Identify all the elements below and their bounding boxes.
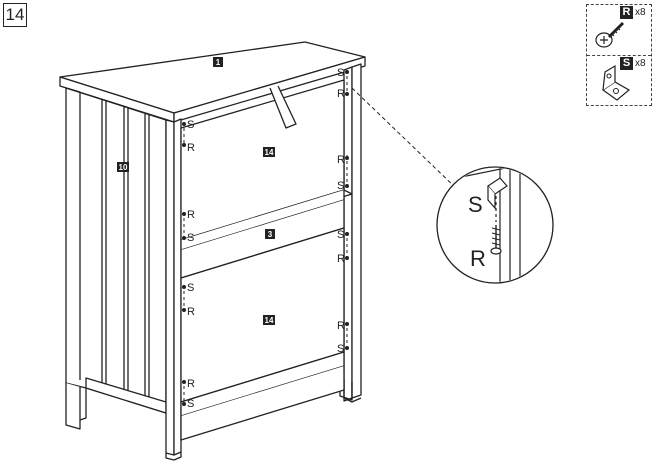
- part-tag-upper-panel: 14: [265, 148, 274, 157]
- r-label: R: [337, 154, 345, 166]
- legend-qty-r: x8: [635, 7, 646, 18]
- detail-s-label: S: [468, 192, 483, 217]
- s-label: S: [337, 343, 344, 355]
- legend-qty-s: x8: [635, 58, 646, 69]
- part-tag-top: 1: [216, 58, 221, 67]
- part-tag-lower-panel: 14: [265, 316, 274, 325]
- detail-r-label: R: [470, 246, 486, 271]
- r-label: R: [187, 378, 195, 390]
- r-label: R: [187, 142, 195, 154]
- legend-row-bracket: S x8: [587, 55, 651, 106]
- r-label: R: [187, 306, 195, 318]
- legend-code-r: R: [620, 6, 633, 19]
- hardware-legend: R x8 S x8: [586, 4, 652, 106]
- r-label: R: [337, 88, 345, 100]
- s-label: S: [187, 232, 194, 244]
- detail-callout: S R: [436, 166, 554, 284]
- s-label: S: [187, 398, 194, 410]
- r-label: R: [337, 253, 345, 265]
- s-label: S: [337, 180, 344, 192]
- r-label: R: [337, 320, 345, 332]
- screw-icon: [595, 21, 625, 48]
- s-label: S: [187, 282, 194, 294]
- part-tag-side: 10: [119, 163, 128, 172]
- legend-row-screw: R x8: [587, 5, 651, 55]
- s-label: S: [337, 229, 344, 241]
- r-label: R: [187, 209, 195, 221]
- s-label: S: [187, 119, 194, 131]
- side-panel: [65, 87, 167, 414]
- bracket-icon: [601, 64, 631, 101]
- legend-code-s: S: [620, 57, 633, 70]
- part-tag-middle-rail: 3: [268, 230, 273, 239]
- step-number: 14: [3, 3, 27, 27]
- s-label: S: [337, 67, 344, 79]
